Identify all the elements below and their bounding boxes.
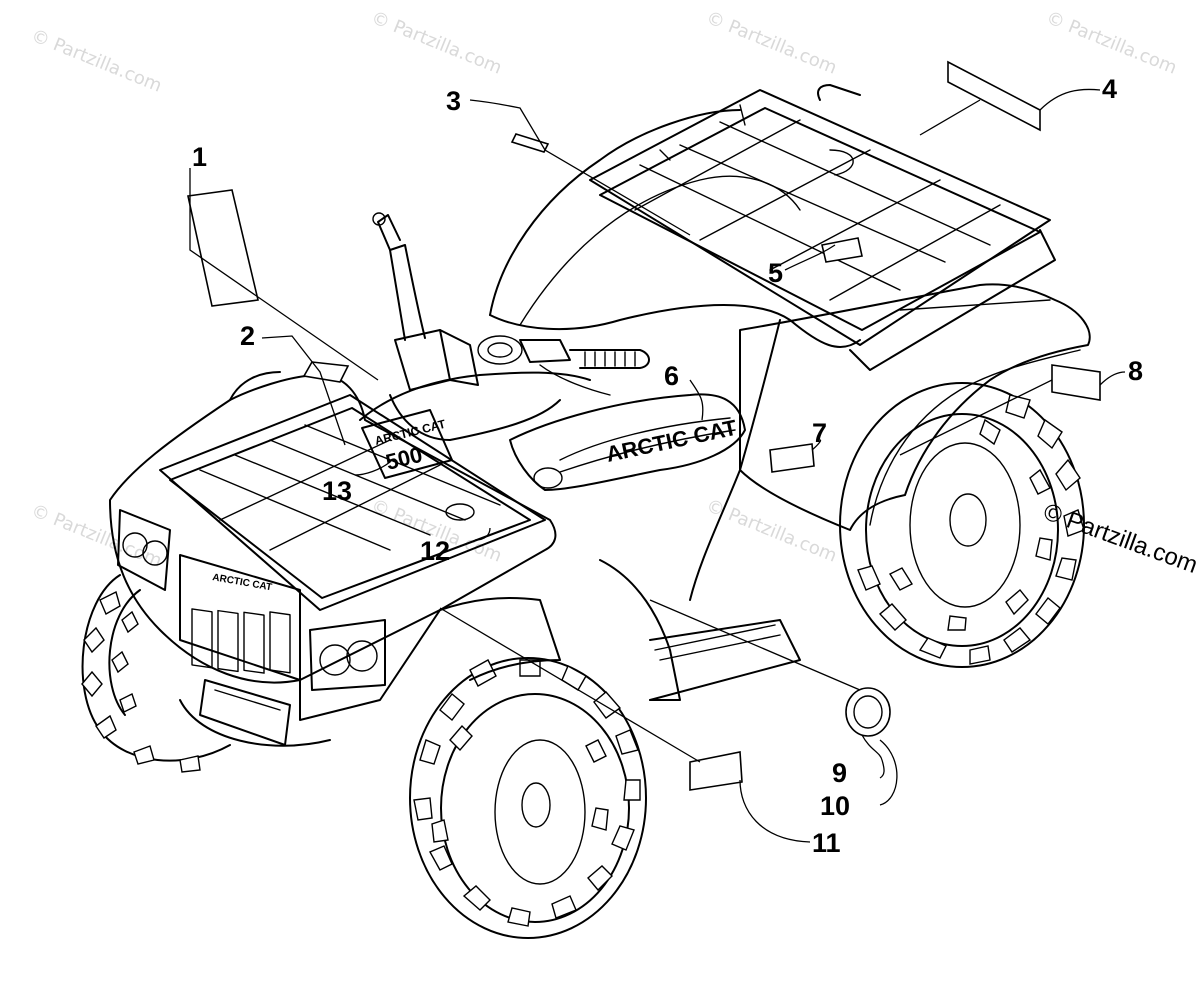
rear-body (739, 283, 1091, 531)
callout-labels: 1 2 3 4 5 6 7 8 9 10 11 12 13 (192, 74, 1143, 858)
decal-4-shape (947, 60, 1041, 132)
leader-12 (474, 527, 491, 541)
watermark-1: © Partzilla.com (28, 25, 165, 97)
watermark-5: © Partzilla.com (28, 500, 165, 572)
callout-13: 13 (322, 476, 352, 506)
callout-8: 8 (1128, 356, 1143, 386)
callout-9: 9 (832, 758, 847, 788)
callout-4: 4 (1102, 74, 1117, 104)
grille-logo: ARCTIC CAT (211, 572, 272, 593)
front-right-wheel (409, 657, 647, 939)
leader-5 (784, 244, 836, 271)
watermark-3: © Partzilla.com (703, 7, 840, 79)
callout-1: 1 (192, 142, 207, 172)
decal-11-shape (689, 751, 743, 791)
leader-9-10 (649, 599, 898, 806)
callout-12: 12 (420, 536, 450, 566)
leader-13 (354, 461, 391, 476)
leader-2 (261, 335, 346, 446)
callout-10: 10 (820, 791, 850, 821)
atv-illustration: ARCTIC CAT ARCTIC CAT 500 (81, 84, 1091, 939)
rear-rack (589, 84, 1056, 371)
decal-8-shape (1051, 364, 1101, 401)
callout-5: 5 (768, 258, 783, 288)
callout-3: 3 (446, 86, 461, 116)
front-grille: ARCTIC CAT (117, 509, 386, 747)
front-body (109, 371, 801, 721)
rear-right-wheel (839, 382, 1085, 668)
seat-and-upper-body (489, 109, 861, 601)
callout-6: 6 (664, 361, 679, 391)
side-logo: ARCTIC CAT (604, 415, 740, 467)
leader-6 (689, 379, 704, 421)
dash-decal: ARCTIC CAT 500 (361, 409, 453, 479)
callout-2: 2 (240, 321, 255, 351)
decal-2-shape (302, 361, 350, 383)
center-body (359, 212, 650, 441)
leader-3 (469, 99, 691, 236)
leader-1 (189, 168, 379, 381)
leader-7 (811, 439, 822, 451)
decal-1-shape (187, 189, 259, 307)
callout-7: 7 (812, 418, 827, 448)
decals (187, 60, 1126, 843)
leader-8 (899, 371, 1126, 456)
watermark-7: © Partzilla.com (703, 495, 840, 567)
decal-3-shape (510, 133, 550, 153)
leader-11 (439, 607, 811, 843)
decal-9-10-shape (845, 687, 891, 737)
decal-7-shape (769, 443, 815, 473)
callout-11: 11 (812, 828, 841, 858)
watermark-4: © Partzilla.com (1043, 7, 1180, 79)
side-panel: ARCTIC CAT (509, 393, 746, 491)
decal-5-shape (821, 237, 863, 263)
front-left-wheel (81, 574, 231, 773)
leader-4 (919, 88, 1101, 136)
watermark-2: © Partzilla.com (368, 7, 505, 79)
